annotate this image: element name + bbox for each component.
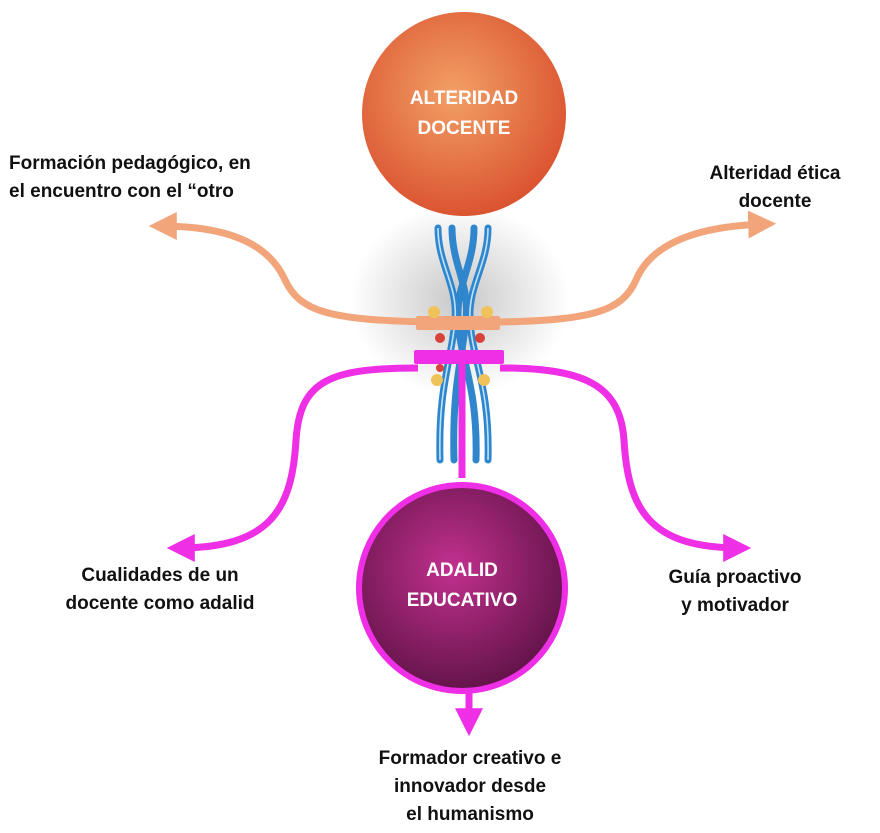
- label-bottom-line1: Formador creativo e: [378, 748, 562, 769]
- label-upper-right: Alteridad ética docente: [690, 160, 860, 216]
- label-lower-right-line2: y motivador: [681, 595, 789, 616]
- node-alteridad-docente: [362, 12, 566, 216]
- node-top-title: ALTERIDAD DOCENTE: [384, 84, 544, 144]
- label-upper-left-line1: Formación pedagógico, en: [9, 153, 251, 174]
- label-upper-left-line2: el encuentro con el “otro: [9, 181, 234, 202]
- label-upper-right-line2: docente: [738, 191, 812, 212]
- label-bottom: Formador creativo e innovador desde el h…: [330, 745, 610, 829]
- branch-lower-left-arrow: [166, 364, 419, 562]
- node-top-line1: ALTERIDAD: [409, 88, 519, 109]
- node-adalid-educativo: [356, 482, 568, 694]
- node-top-line2: DOCENTE: [417, 118, 511, 139]
- label-lower-right: Guía proactivo y motivador: [640, 564, 830, 620]
- lower-beads: [431, 364, 490, 386]
- label-lower-right-line1: Guía proactivo: [668, 567, 802, 588]
- label-upper-right-line1: Alteridad ética: [709, 163, 841, 184]
- label-upper-left: Formación pedagógico, en el encuentro co…: [9, 150, 251, 206]
- label-lower-left: Cualidades de un docente como adalid: [20, 562, 300, 618]
- label-lower-left-line2: docente como adalid: [65, 593, 255, 614]
- branch-lower-right-arrow: [499, 364, 752, 562]
- label-lower-left-line1: Cualidades de un: [81, 565, 239, 586]
- branch-upper-left-arrow: [148, 212, 431, 326]
- upper-clamp: [416, 316, 500, 330]
- upper-beads: [428, 306, 493, 343]
- label-bottom-line2: innovador desde: [393, 776, 547, 797]
- branch-upper-right-arrow: [499, 210, 777, 326]
- lower-clamp: [414, 350, 504, 364]
- node-bottom-title: ADALID EDUCATIVO: [382, 556, 542, 616]
- node-bottom-line1: ADALID: [426, 560, 498, 581]
- node-bottom-line2: EDUCATIVO: [406, 590, 518, 611]
- label-bottom-line3: el humanismo: [406, 804, 534, 825]
